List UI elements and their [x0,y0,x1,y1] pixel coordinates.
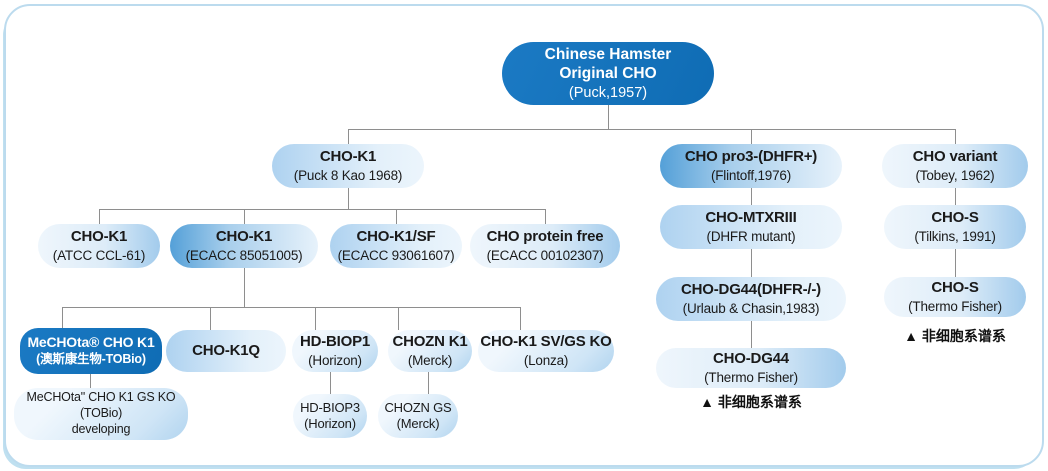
connector-line [90,374,91,388]
node-cho-s-thermo: CHO-S (Thermo Fisher) [884,277,1026,317]
node-subtitle: (Merck) [396,416,440,431]
node-title: CHO-K1 SV/GS KO [480,333,612,351]
node-subtitle: (Urlaub & Chasin,1983) [682,300,820,316]
connector-line [955,188,956,205]
node-cho-dg44-thermo: CHO-DG44 (Thermo Fisher) [656,348,846,388]
node-title: CHO-K1 [70,228,128,246]
connector-line [955,249,956,277]
node-subtitle: (ECACC 93061607) [337,247,455,263]
node-subtitle: (DHFR mutant) [706,228,796,244]
node-status: developing [71,421,131,436]
node-cho-variant: CHO variant (Tobey, 1962) [882,144,1028,188]
node-title: HD-BIOP1 [299,333,371,351]
connector-line [520,307,521,330]
node-subtitle: (Horizon) [308,352,362,368]
node-subtitle: (TOBio) [79,406,123,421]
node-subtitle: (澳斯康生物-TOBio) [36,351,146,366]
node-subtitle: (Merck) [407,352,453,368]
node-hd-biop3: HD-BIOP3 (Horizon) [293,394,367,438]
node-subtitle: (Flintoff,1976) [710,167,792,183]
connector-line [348,129,349,144]
node-cho-dg44-dhfr: CHO-DG44(DHFR-/-) (Urlaub & Chasin,1983) [656,277,846,321]
node-title: CHO-K1/SF [356,228,436,246]
connector-level3-hline [62,307,520,308]
connector-line [545,209,546,224]
node-cho-k1q: CHO-K1Q [166,330,286,372]
node-title: CHO-MTXRIII [705,209,797,227]
node-original-cho: Chinese Hamster Original CHO (Puck,1957) [502,42,714,105]
connector-line [315,307,316,330]
connector-level2-hline [99,209,545,210]
connector-line [398,307,399,330]
node-title: MeCHOta® CHO K1 [27,334,155,351]
node-title: CHO-S [931,279,979,297]
node-title: CHO-K1 [319,148,377,166]
node-title: CHO-K1Q [192,341,260,359]
connector-line [348,188,349,209]
node-subtitle: (ECACC 00102307) [486,247,604,263]
node-title: CHO variant [912,148,998,166]
node-cho-k1-1968: CHO-K1 (Puck 8 Kao 1968) [272,144,424,188]
node-subtitle: (Lonza) [523,352,569,368]
node-title: MeCHOta" CHO K1 GS KO [26,390,176,405]
node-mechota-gs-ko: MeCHOta" CHO K1 GS KO (TOBio) developing [14,388,188,440]
node-cho-k1-ecacc: CHO-K1 (ECACC 85051005) [170,224,318,268]
connector-line [751,129,752,144]
node-title: CHO-DG44 [713,350,789,368]
node-cho-protein-free: CHO protein free (ECACC 00102307) [470,224,620,268]
connector-line [244,268,245,307]
node-subtitle: (Thermo Fisher) [704,369,798,385]
node-chozn-gs: CHOZN GS (Merck) [378,394,458,438]
node-title: Original CHO [559,65,657,83]
node-title: CHO protein free [486,228,604,246]
connector-line [751,249,752,277]
node-subtitle: (Puck 8 Kao 1968) [293,167,403,183]
node-title: CHO-K1 [215,228,273,246]
node-subtitle: (Tilkins, 1991) [914,228,996,244]
node-title: CHOZN GS [384,399,452,415]
node-cho-s-tilkins: CHO-S (Tilkins, 1991) [884,205,1026,249]
connector-root-drop [608,105,609,129]
note-non-cell-lineage-chos: ▲ 非细胞系谱系 [904,328,1006,344]
node-cho-pro3: CHO pro3-(DHFR+) (Flintoff,1976) [660,144,842,188]
node-subtitle: (ECACC 85051005) [185,247,303,263]
connector-line [396,209,397,224]
node-title: CHO-S [931,209,979,227]
node-subtitle: (Puck,1957) [568,84,648,101]
connector-line [62,307,63,328]
connector-line [751,188,752,205]
node-subtitle: (ATCC CCL-61) [52,247,146,263]
note-non-cell-lineage-dg44: ▲ 非细胞系谱系 [700,394,802,410]
node-hd-biop1: HD-BIOP1 (Horizon) [292,330,378,372]
node-title: CHOZN K1 [392,333,468,351]
node-chozn-k1: CHOZN K1 (Merck) [388,330,472,372]
node-cho-k1-sf: CHO-K1/SF (ECACC 93061607) [330,224,462,268]
node-cho-k1-svgs-ko: CHO-K1 SV/GS KO (Lonza) [478,330,614,372]
connector-level1-hline [348,129,956,130]
node-title: HD-BIOP3 [300,399,360,415]
node-subtitle: (Thermo Fisher) [908,298,1002,314]
node-subtitle: (Horizon) [304,416,356,431]
node-mechota-cho-k1: MeCHOta® CHO K1 (澳斯康生物-TOBio) [20,328,162,374]
connector-line [244,209,245,224]
node-cho-k1-atcc: CHO-K1 (ATCC CCL-61) [38,224,160,268]
connector-line [428,372,429,395]
connector-line [99,209,100,224]
node-subtitle: (Tobey, 1962) [915,167,995,183]
connector-line [955,129,956,144]
connector-line [751,321,752,348]
connector-line [210,307,211,330]
connector-line [330,372,331,395]
node-title: CHO-DG44(DHFR-/-) [681,281,821,299]
node-title: CHO pro3-(DHFR+) [684,148,818,166]
node-title: Chinese Hamster [544,45,672,63]
node-cho-mtxriii: CHO-MTXRIII (DHFR mutant) [660,205,842,249]
